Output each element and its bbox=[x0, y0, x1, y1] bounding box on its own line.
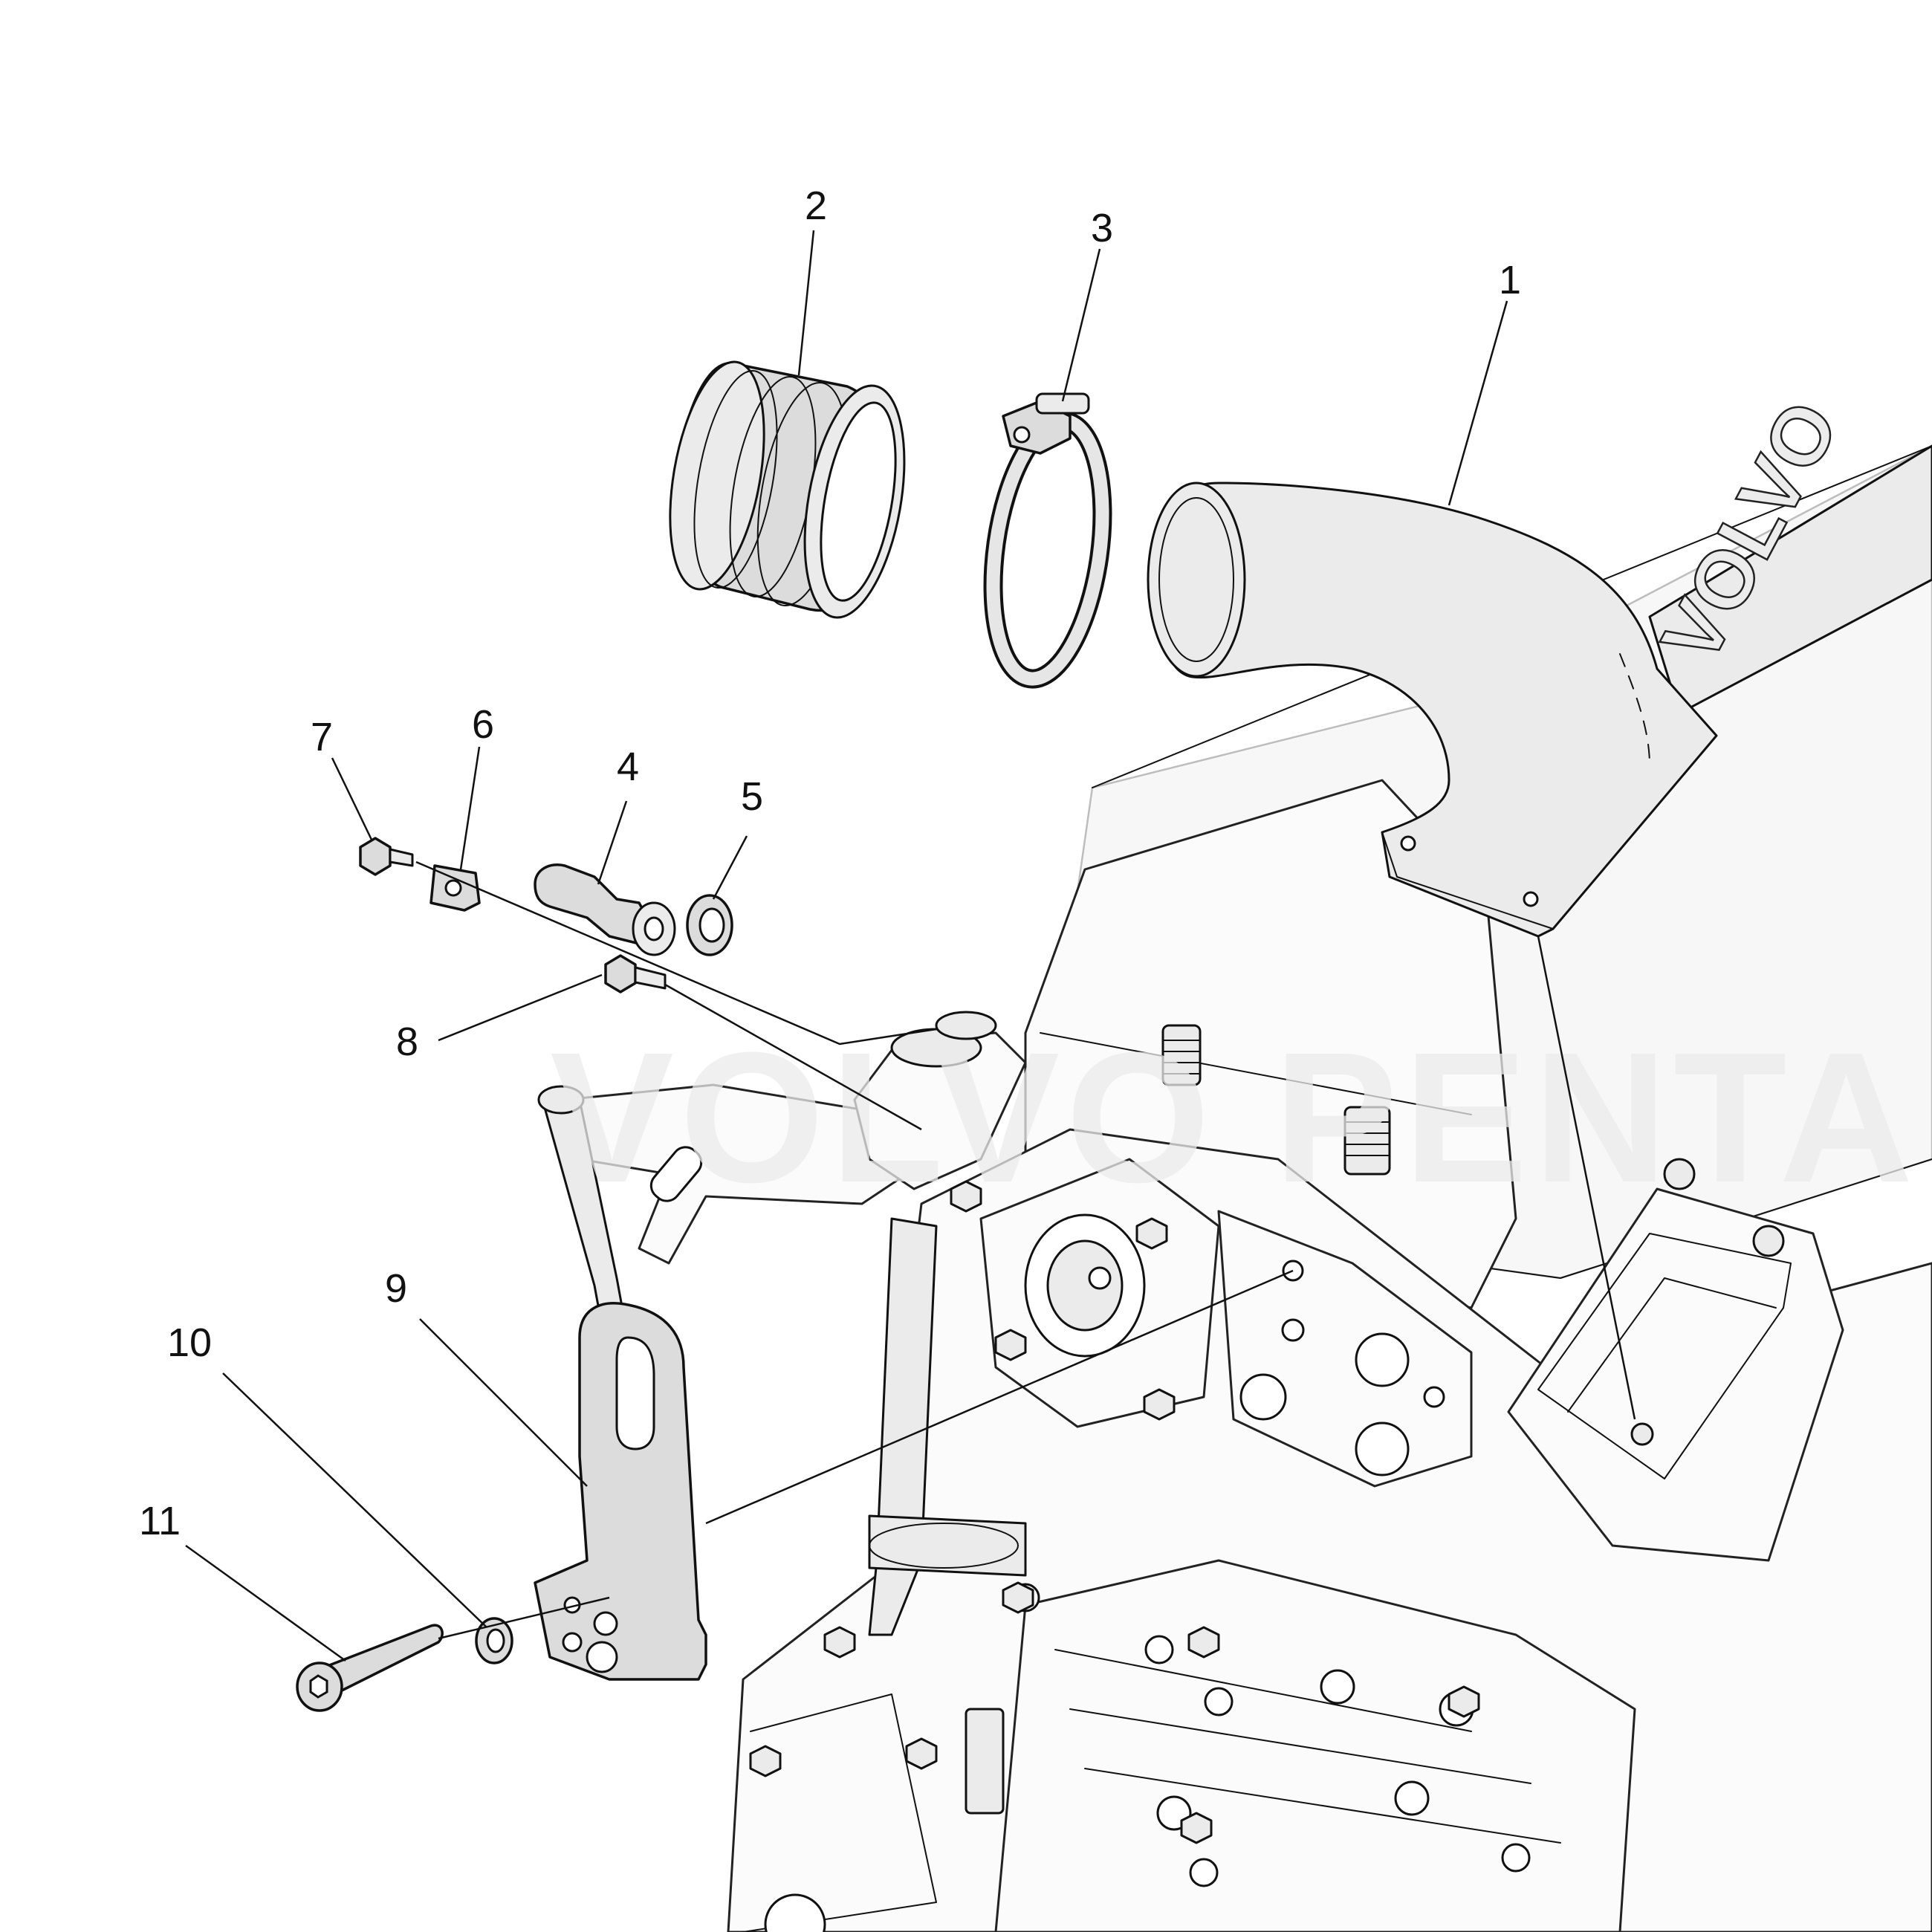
callout-labels: 1 2 3 4 5 6 7 8 9 10 11 bbox=[139, 184, 1521, 1543]
part-5-seal-ring bbox=[686, 894, 733, 956]
part-4-fitting bbox=[534, 863, 676, 956]
part-10-washer bbox=[475, 1617, 513, 1664]
mounting-flange bbox=[1217, 1210, 1473, 1488]
callout-4: 4 bbox=[617, 745, 639, 789]
callout-10: 10 bbox=[167, 1320, 212, 1365]
callout-1: 1 bbox=[1499, 258, 1521, 302]
engine-assembly: VOLVO bbox=[537, 386, 1932, 1932]
part-1-intake-elbow bbox=[1147, 482, 1718, 938]
engine-bolts bbox=[749, 1180, 1480, 1844]
callout-8: 8 bbox=[396, 1020, 418, 1064]
svg-text:VOLVO PENTA: VOLVO PENTA bbox=[550, 1014, 1919, 1221]
callout-leaders bbox=[185, 230, 1508, 1662]
alignment-lines bbox=[415, 860, 1636, 1640]
part-7-bolt bbox=[359, 837, 414, 876]
callout-2: 2 bbox=[805, 184, 827, 228]
callout-6: 6 bbox=[472, 702, 494, 747]
brand-watermark: VOLVO PENTA bbox=[550, 1014, 1919, 1221]
oil-filler-housing bbox=[1507, 1158, 1844, 1562]
sensor-bracket bbox=[853, 1011, 1027, 1190]
callout-5: 5 bbox=[741, 774, 763, 819]
callout-7: 7 bbox=[311, 715, 333, 759]
callout-9: 9 bbox=[385, 1266, 407, 1311]
callout-3: 3 bbox=[1091, 206, 1113, 250]
coolant-pipe bbox=[868, 1217, 1027, 1636]
part-9-lifting-bracket bbox=[534, 1302, 707, 1681]
breather-cap-left bbox=[1161, 1024, 1202, 1086]
part-11-screw bbox=[296, 1624, 444, 1712]
part-2-rubber-coupling bbox=[669, 360, 906, 619]
reference-plate bbox=[965, 1708, 1005, 1815]
part-8-bolt bbox=[604, 954, 667, 993]
breather-cap-right bbox=[1343, 1106, 1391, 1176]
callout-11: 11 bbox=[139, 1499, 181, 1543]
part-6-clip bbox=[429, 864, 481, 912]
part-3-v-band-clamp bbox=[983, 392, 1112, 689]
